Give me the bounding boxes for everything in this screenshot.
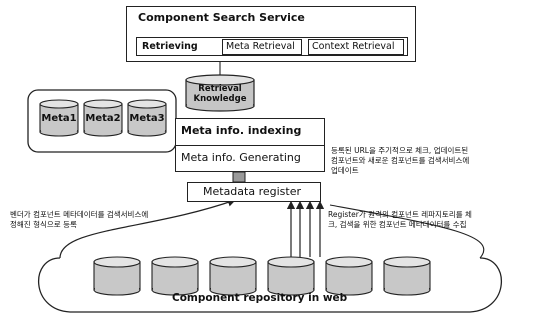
retrieving-label: Retrieving xyxy=(142,41,198,52)
meta-indexing-label: Meta info. indexing xyxy=(181,124,302,137)
arrow-vendor xyxy=(59,198,237,259)
meta1-cylinder xyxy=(39,99,79,137)
retrieval-knowledge-label: Retrieval Knowledge xyxy=(193,84,247,104)
repository-label: Component repository in web xyxy=(172,292,348,304)
meta-retrieval-label: Meta Retrieval xyxy=(226,41,295,52)
repo-cylinder-3 xyxy=(209,256,257,296)
repo-cylinder-6 xyxy=(383,256,431,296)
repository-loop xyxy=(38,257,502,313)
repo-cylinder-4 xyxy=(267,256,315,296)
repo-cylinder-5 xyxy=(325,256,373,296)
meta-generating-label: Meta info. Generating xyxy=(181,151,301,164)
repo-cylinder-2 xyxy=(151,256,199,296)
search-service-title: Component Search Service xyxy=(138,11,305,24)
context-retrieval-box xyxy=(308,39,404,55)
meta3-cylinder xyxy=(127,99,167,137)
connector-block xyxy=(232,171,246,183)
note-register-collect: Register가 원격의 컴포넌트 레파지토리를 체 크, 검색을 위한 컴포… xyxy=(328,210,472,229)
meta2-label: Meta2 xyxy=(85,113,121,124)
meta1-label: Meta1 xyxy=(41,113,77,124)
processing-divider xyxy=(175,145,325,146)
metadata-register-label: Metadata register xyxy=(203,185,302,198)
metadata-register-box xyxy=(187,182,321,202)
meta3-label: Meta3 xyxy=(129,113,165,124)
meta2-cylinder xyxy=(83,99,123,137)
meta-retrieval-box xyxy=(222,39,302,55)
retrieval-knowledge-cylinder xyxy=(185,74,255,112)
repo-cylinder-1 xyxy=(93,256,141,296)
note-vendor-register: 벤더가 컴포넌트 메타데이터를 검색서비스에 정해진 형식으로 등록 xyxy=(10,210,149,229)
context-retrieval-label: Context Retrieval xyxy=(312,41,395,52)
note-periodic-update: 등록된 URL을 주기적으로 체크, 업데이트된 컴포넌트와 새로운 컴포넌트를… xyxy=(331,146,470,175)
arrow-right-loop xyxy=(329,204,485,259)
